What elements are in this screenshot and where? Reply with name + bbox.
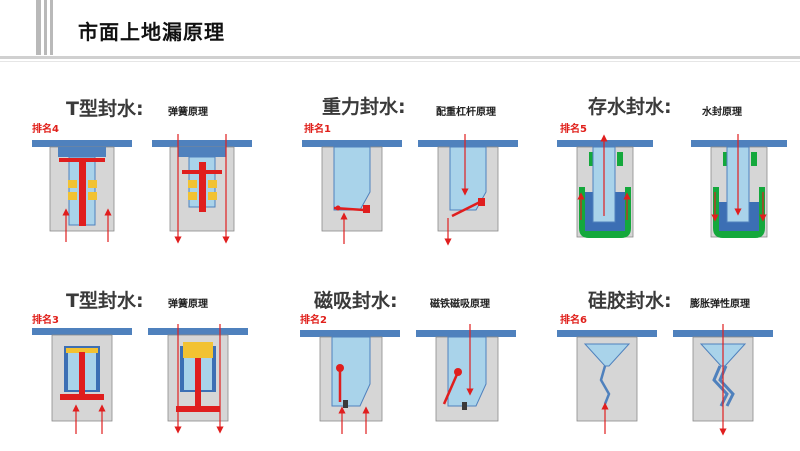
panel-2-rank: 排名1	[304, 124, 331, 135]
panel-5-rank: 排名2	[300, 315, 327, 326]
panel-4-rank: 排名3	[32, 315, 59, 326]
panel-5-title: 磁吸封水:	[314, 290, 398, 312]
panel-1-rank: 排名4	[32, 124, 59, 135]
water-seal-diagram	[557, 134, 787, 238]
panel-5-subtitle: 磁铁磁吸原理	[430, 299, 490, 310]
panel-3-title: 存水封水:	[588, 96, 672, 118]
panel-3-rank: 排名5	[560, 124, 587, 135]
panel-4-subtitle: 弹簧原理	[168, 299, 208, 310]
header-divider	[0, 56, 800, 59]
panel-4-title: T型封水:	[66, 290, 144, 312]
page-title: 市面上地漏原理	[78, 20, 225, 44]
panel-6-subtitle: 膨胀弹性原理	[690, 299, 750, 310]
gravity-lever-diagram	[302, 134, 518, 246]
panel-6-title: 硅胶封水:	[588, 290, 672, 312]
panel-3-subtitle: 水封原理	[702, 107, 742, 118]
panel-2-subtitle: 配重杠杆原理	[436, 107, 496, 118]
panel-6-rank: 排名6	[560, 315, 587, 326]
panel-1-subtitle: 弹簧原理	[168, 107, 208, 118]
header-decoration	[10, 0, 60, 55]
panel-2-title: 重力封水:	[322, 96, 406, 118]
header-divider-thin	[0, 61, 800, 62]
magnetic-seal-diagram	[300, 324, 516, 434]
silicone-seal-diagram	[557, 324, 773, 436]
t-type-spring-diagram-1	[32, 134, 252, 244]
panel-1-title: T型封水:	[66, 98, 144, 120]
t-type-spring-diagram-2	[32, 324, 248, 434]
